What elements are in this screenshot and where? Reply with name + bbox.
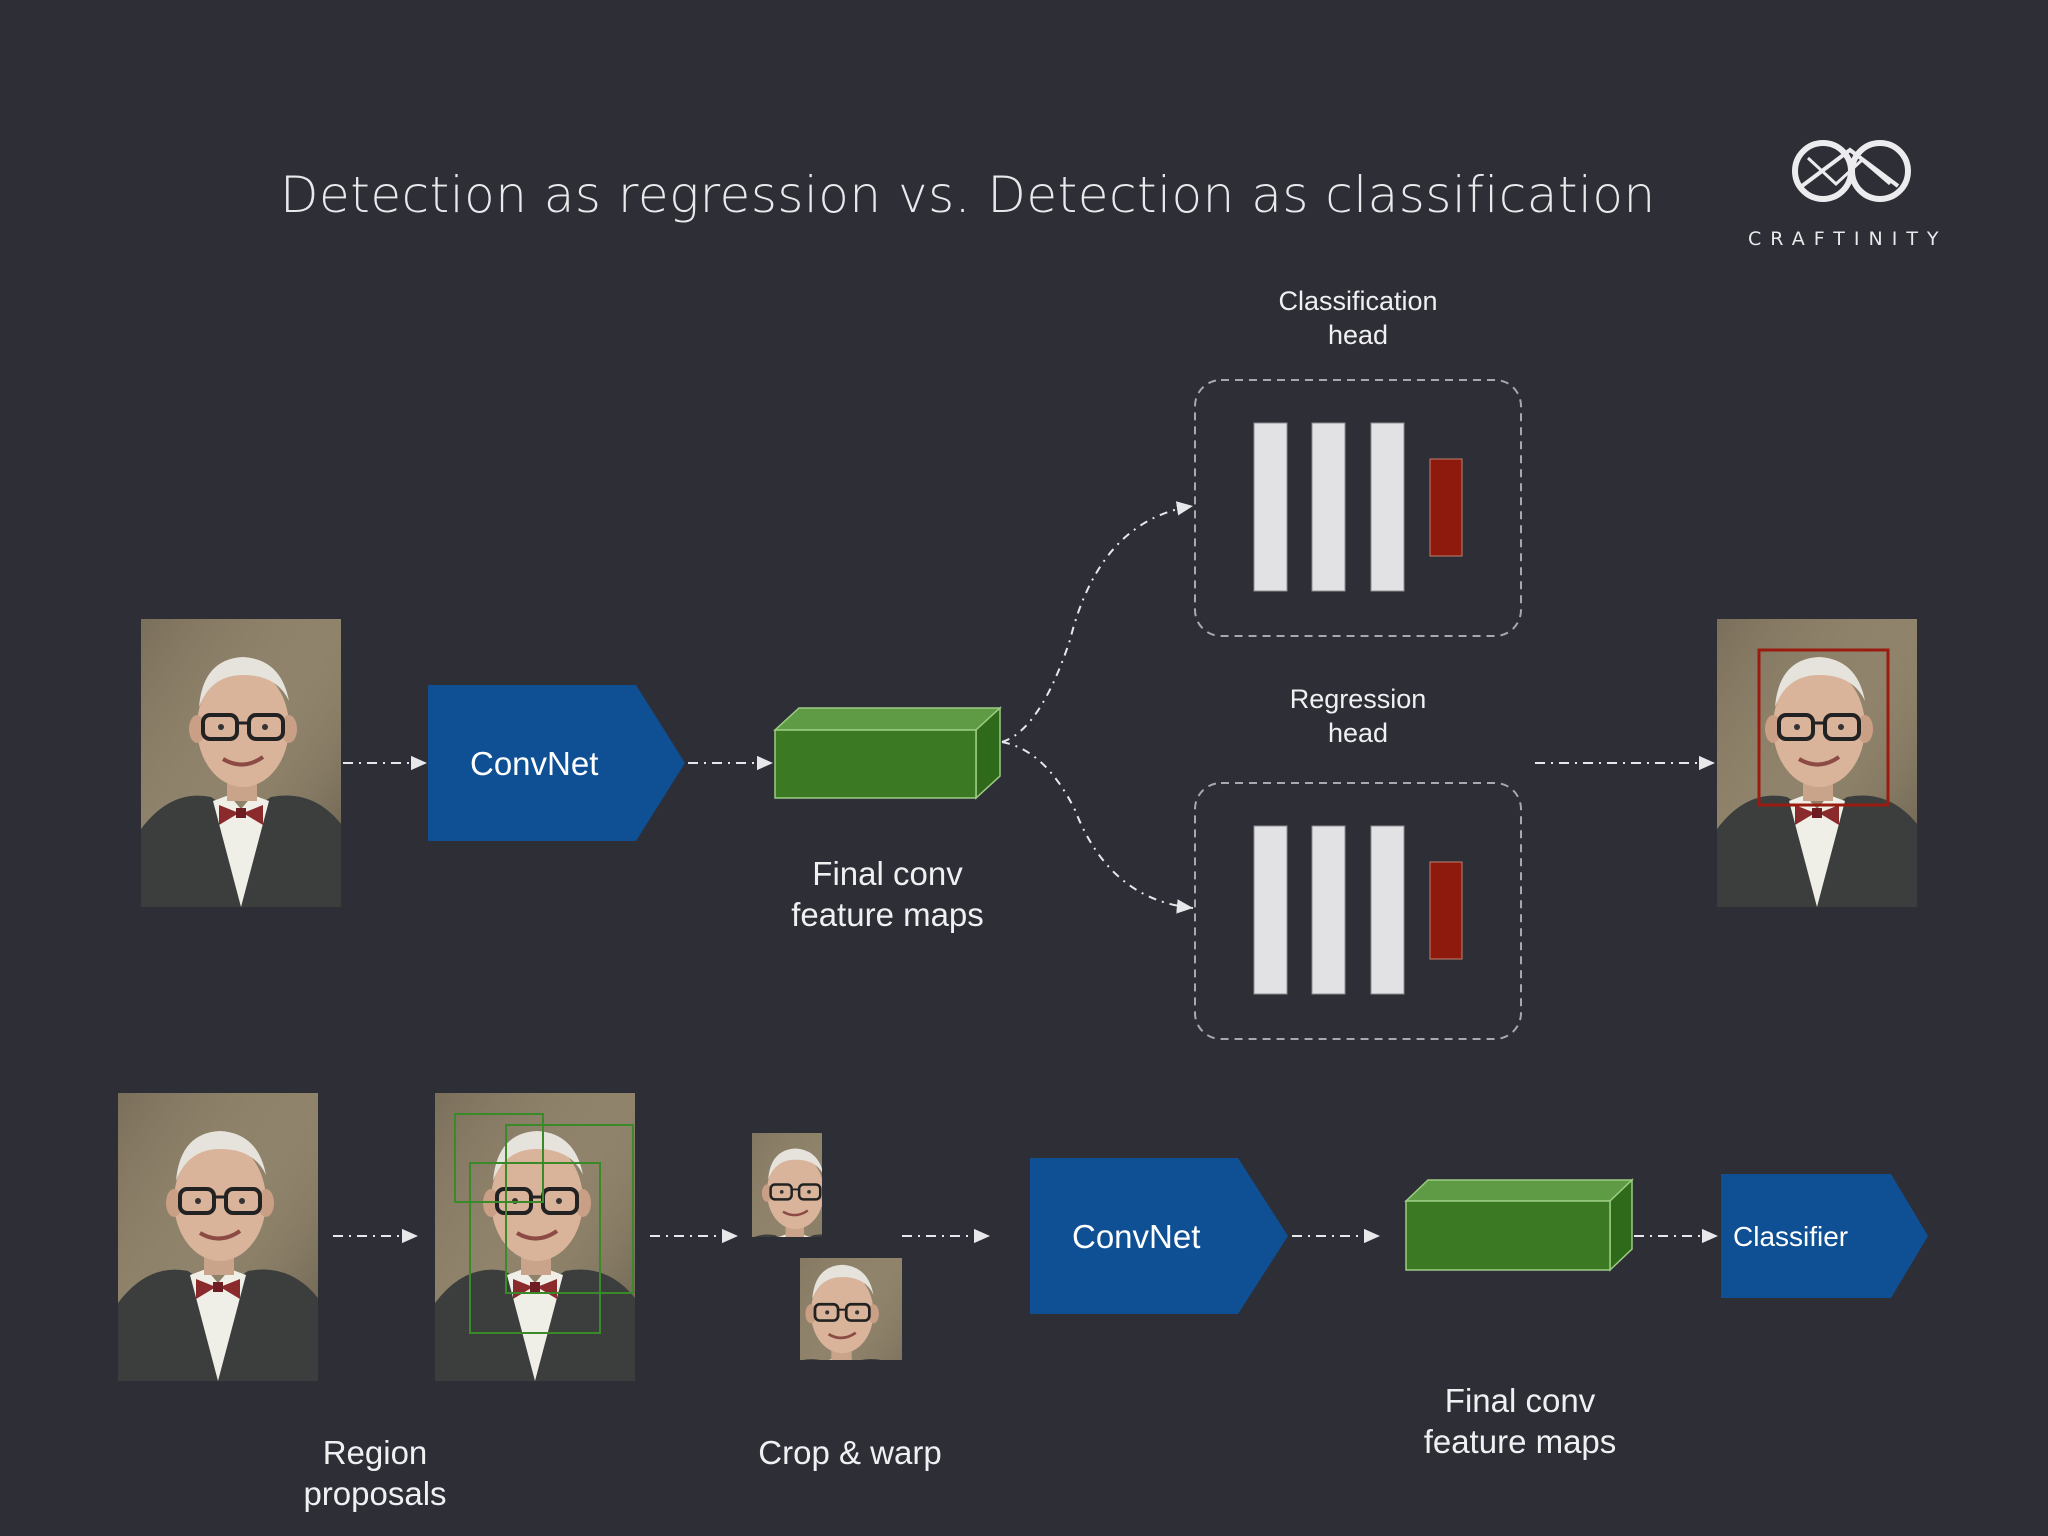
detection-box xyxy=(1757,648,1890,807)
region-proposals-image xyxy=(433,1091,637,1383)
proposal-box-2 xyxy=(505,1124,634,1294)
crop-patch-2 xyxy=(800,1258,902,1360)
input-image-bottom xyxy=(116,1091,320,1383)
arrow-to-classification-head xyxy=(1001,501,1194,743)
fc-layer-1 xyxy=(1253,825,1288,995)
crop-warp-label: Crop & warp xyxy=(758,1434,942,1471)
craftinity-logo-icon xyxy=(1792,140,1911,202)
region-proposals-label-line2: proposals xyxy=(303,1474,447,1512)
convnet-block-bottom xyxy=(1030,1158,1288,1314)
regression-head xyxy=(1194,782,1522,1040)
feature-maps-label-line1: Final conv xyxy=(812,855,963,892)
input-image-top xyxy=(139,617,343,909)
regression-head-label-line2: head xyxy=(1327,717,1389,748)
classifier-label: Classifier xyxy=(1733,1221,1849,1252)
fc-layer-3 xyxy=(1370,825,1405,995)
feature-maps-box-bottom xyxy=(1404,1178,1634,1272)
classification-head xyxy=(1194,379,1522,637)
feature-maps-label-bottom-line1: Final conv xyxy=(1444,1382,1596,1419)
output-image-top xyxy=(1715,617,1919,909)
region-proposals-label: Region proposals xyxy=(240,1433,510,1515)
region-proposals-label-line1: Region xyxy=(322,1434,428,1471)
fc-layer-2 xyxy=(1311,825,1346,995)
slide-title: Detection as regression vs. Detection as… xyxy=(280,166,1656,224)
regression-head-label-line1: Regression xyxy=(1289,684,1427,714)
output-layer xyxy=(1429,861,1463,960)
regression-head-label: Regression head xyxy=(1208,683,1508,751)
fc-layer-2 xyxy=(1311,422,1346,592)
brand-name: CRAFTINITY xyxy=(1748,228,1948,250)
feature-maps-label-line2: feature maps xyxy=(791,895,984,933)
classification-head-label-line1: Classification xyxy=(1278,286,1438,316)
classification-head-label-line2: head xyxy=(1327,319,1389,350)
fc-layer-3 xyxy=(1370,422,1405,592)
output-layer xyxy=(1429,458,1463,557)
convnet-block-top xyxy=(428,685,685,841)
proposal-box-3 xyxy=(469,1162,601,1334)
classification-head-label: Classification head xyxy=(1208,285,1508,353)
feature-maps-label-bottom-line2: feature maps xyxy=(1423,1422,1617,1460)
proposal-box-1 xyxy=(454,1113,544,1203)
convnet-label-top: ConvNet xyxy=(470,745,599,782)
arrow-to-regression-head xyxy=(1001,741,1194,914)
feature-maps-label-bottom: Final conv feature maps xyxy=(1385,1381,1655,1463)
feature-maps-label-top: Final conv feature maps xyxy=(755,854,1020,936)
fc-layer-1 xyxy=(1253,422,1288,592)
feature-maps-box-top xyxy=(773,706,1002,800)
convnet-label-bottom: ConvNet xyxy=(1072,1218,1201,1255)
classifier-block xyxy=(1721,1174,1928,1298)
